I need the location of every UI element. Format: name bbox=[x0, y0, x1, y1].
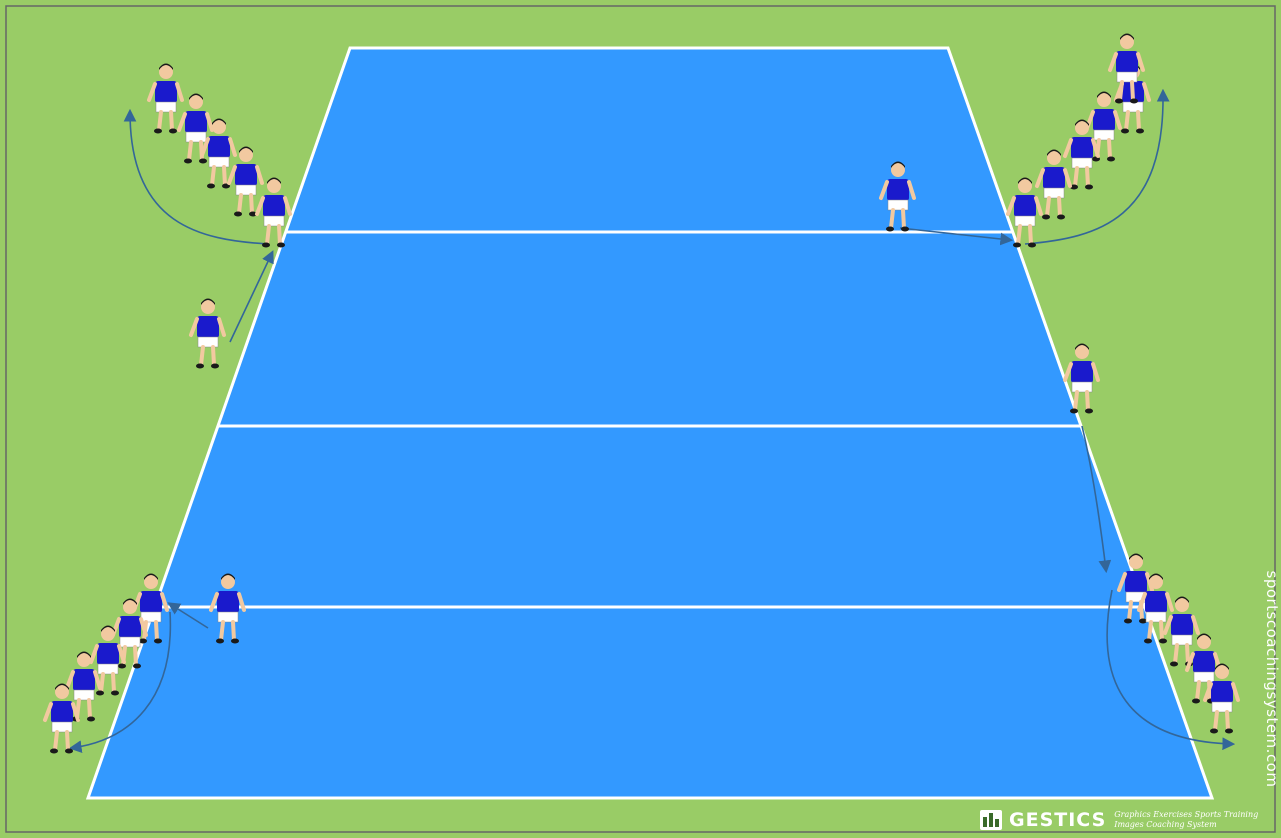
brand: GESTICS Graphics Exercises Sports Traini… bbox=[980, 806, 1258, 834]
watermark-text: sportscoachingsystem.com bbox=[1263, 559, 1281, 799]
brand-tagline-1: Graphics Exercises Sports Training bbox=[1114, 810, 1258, 820]
brand-tagline-2: Images Coaching System bbox=[1114, 820, 1258, 830]
gestics-logo-icon bbox=[980, 810, 1002, 830]
watermark: sportscoachingsystem.com bbox=[1262, 560, 1281, 800]
brand-tagline: Graphics Exercises Sports Training Image… bbox=[1114, 810, 1258, 830]
brand-name: GESTICS bbox=[1009, 809, 1106, 831]
